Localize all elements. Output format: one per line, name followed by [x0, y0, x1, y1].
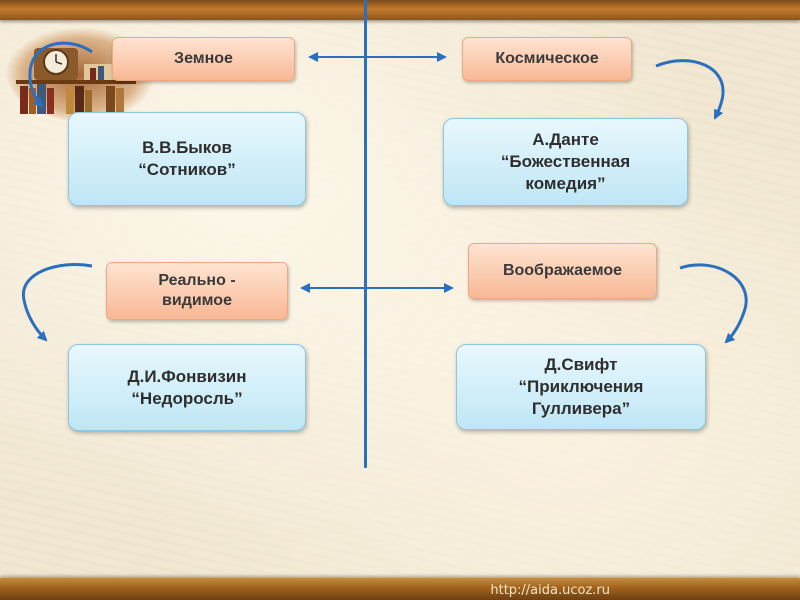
work-dante-title-line2: комедия” [525, 174, 606, 193]
bookshelf-icon [16, 48, 136, 114]
category-earthly: Земное [112, 37, 295, 81]
work-bykov-title: “Сотников” [138, 160, 236, 179]
work-dante-title-line1: “Божественная [500, 152, 631, 171]
bottom-bar: http://aida.ucoz.ru [0, 578, 800, 600]
footer-url: http://aida.ucoz.ru [490, 583, 610, 598]
vertical-divider-line [364, 0, 367, 468]
category-real: Реально - видимое [106, 262, 288, 320]
work-fonvizin: Д.И.Фонвизин “Недоросль” [68, 344, 306, 431]
curved-arrow-middle-right [679, 263, 748, 344]
work-swift-title-line1: “Приключения [518, 377, 644, 396]
top-bar [0, 0, 800, 20]
work-bykov-author: В.В.Быков [142, 138, 232, 157]
category-real-text: Реально - видимое [158, 272, 236, 309]
work-fonvizin-title: “Недоросль” [131, 388, 243, 408]
curved-arrow-top-left [28, 41, 93, 108]
work-bykov: В.В.Быков “Сотников” [68, 112, 306, 206]
category-cosmic: Космическое [462, 37, 632, 81]
work-dante-author: А.Данте [532, 130, 599, 149]
curved-arrow-middle-left [22, 263, 93, 342]
work-dante: А.Данте “Божественная комедия” [443, 118, 688, 206]
category-imaginary: Воображаемое [468, 243, 657, 299]
work-swift-title-line2: Гулливера” [531, 399, 631, 418]
category-earthly-text: Земное [174, 50, 233, 67]
work-swift-author: Д.Свифт [544, 355, 618, 374]
category-imaginary-text: Воображаемое [502, 262, 623, 279]
curved-arrow-top-right [655, 59, 725, 120]
work-fonvizin-author: Д.И.Фонвизин [127, 366, 247, 386]
category-cosmic-text: Космическое [495, 50, 599, 67]
work-swift: Д.Свифт “Приключения Гулливера” [456, 344, 706, 430]
